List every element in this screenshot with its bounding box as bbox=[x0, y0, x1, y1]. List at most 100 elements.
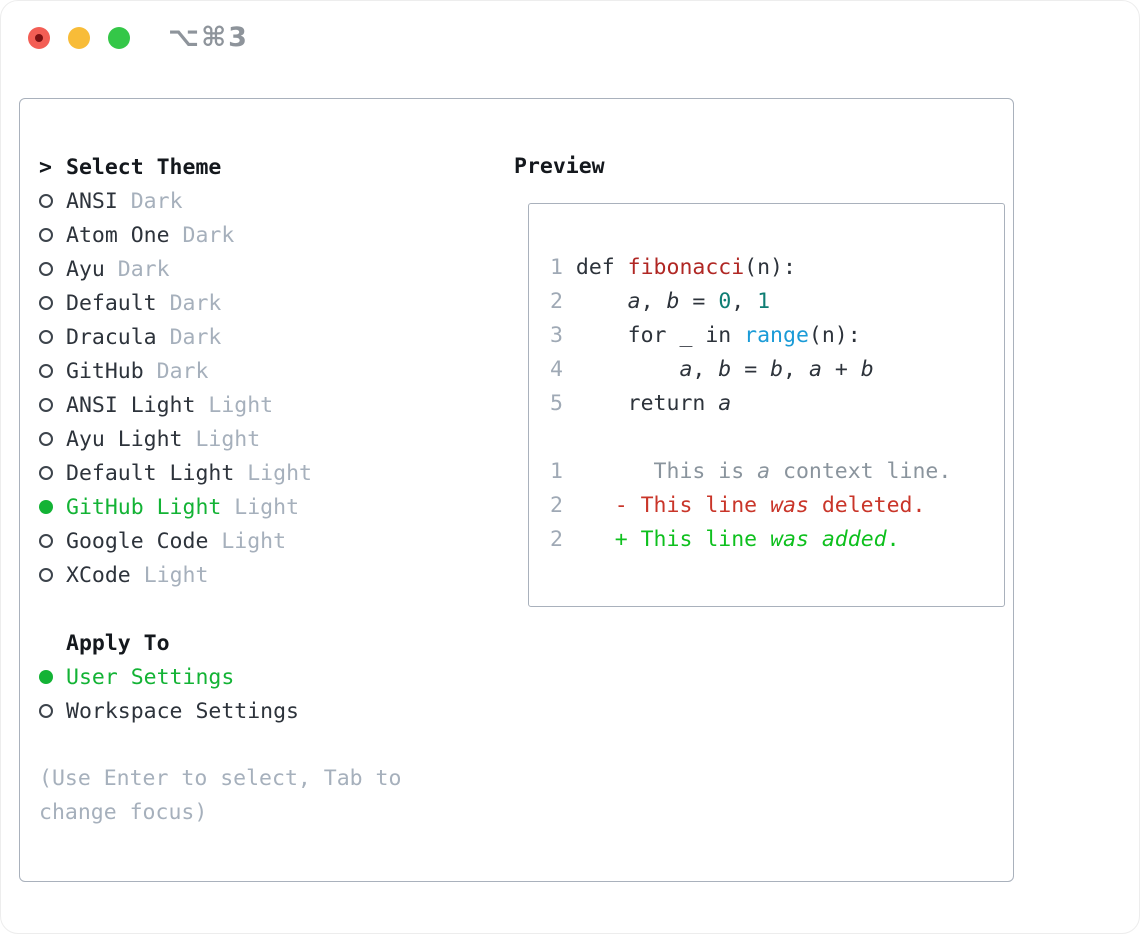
line-number bbox=[550, 421, 576, 455]
spacer-char bbox=[131, 563, 144, 588]
code-token: + bbox=[821, 357, 861, 382]
line-number: 2 bbox=[550, 289, 576, 314]
code-token bbox=[809, 523, 822, 557]
prompt-chevron-icon: > bbox=[39, 154, 52, 180]
theme-option[interactable]: ANSI Light Light bbox=[39, 388, 401, 422]
theme-variant-tag: Dark bbox=[156, 358, 209, 384]
code-line: 2 - This line was deleted. bbox=[550, 489, 1004, 523]
theme-variant-tag: Dark bbox=[117, 256, 170, 282]
theme-name: ANSI Light bbox=[66, 392, 196, 418]
radio-icon bbox=[39, 534, 66, 548]
preview-column: Preview 1 def fibonacci(n):2 a, b = 0, 1… bbox=[502, 150, 1005, 607]
radio-dot-icon bbox=[39, 568, 53, 582]
theme-name: Google Code bbox=[66, 528, 209, 554]
theme-option[interactable]: Google Code Light bbox=[39, 524, 401, 558]
theme-name: Ayu bbox=[66, 256, 105, 282]
theme-option[interactable]: Atom One Dark bbox=[39, 218, 401, 252]
code-token: a bbox=[718, 391, 732, 416]
code-token: (n): bbox=[808, 323, 861, 348]
code-token: , bbox=[783, 357, 809, 382]
code-token bbox=[576, 353, 680, 387]
code-token: b bbox=[666, 289, 680, 314]
code-token: b bbox=[718, 357, 732, 382]
line-number: 3 bbox=[550, 323, 576, 348]
spacer-char bbox=[118, 189, 131, 214]
code-line: 2 a, b = 0, 1 bbox=[550, 285, 1004, 319]
radio-dot-icon bbox=[39, 670, 53, 684]
apply-to-option[interactable]: User Settings bbox=[39, 660, 401, 694]
code-token: was bbox=[770, 527, 809, 552]
line-number: 5 bbox=[550, 391, 576, 416]
minimize-button-icon[interactable] bbox=[68, 27, 90, 49]
spacer-char bbox=[183, 427, 196, 452]
theme-variant-tag: Light bbox=[234, 494, 300, 520]
theme-option[interactable]: Default Light Light bbox=[39, 456, 401, 490]
theme-variant-tag: Dark bbox=[169, 290, 222, 316]
apply-to-header-row: Apply To bbox=[39, 626, 401, 660]
line-number: 1 bbox=[550, 459, 576, 484]
code-line: 4 a, b = b, a + b bbox=[550, 353, 1004, 387]
code-token: (n): bbox=[744, 255, 796, 280]
code-token: a bbox=[808, 357, 822, 382]
spacer-char bbox=[157, 291, 170, 316]
theme-variant-tag: Light bbox=[208, 392, 274, 418]
code-token: fibonacci bbox=[627, 255, 745, 280]
theme-name: GitHub bbox=[66, 358, 144, 384]
theme-option[interactable]: ANSI Dark bbox=[39, 184, 401, 218]
zoom-button-icon[interactable] bbox=[108, 27, 130, 49]
spacer bbox=[39, 728, 401, 762]
code-token: + This line bbox=[575, 527, 771, 552]
theme-option[interactable]: Ayu Dark bbox=[39, 252, 401, 286]
code-token: = bbox=[679, 289, 719, 314]
spacer-char bbox=[208, 529, 221, 554]
code-token: range bbox=[744, 323, 809, 348]
traffic-lights bbox=[28, 27, 130, 49]
code-line: 3 for _ in range(n): bbox=[550, 319, 1004, 353]
radio-icon bbox=[39, 364, 66, 378]
theme-name: Atom One bbox=[66, 222, 170, 248]
radio-dot-icon bbox=[39, 534, 53, 548]
radio-dot-icon bbox=[39, 296, 53, 310]
title-bar: ⌥⌘3 bbox=[1, 1, 1139, 76]
radio-icon bbox=[39, 398, 66, 412]
close-button-icon[interactable] bbox=[28, 27, 50, 49]
code-token: . bbox=[886, 527, 900, 552]
apply-to-label: User Settings bbox=[66, 664, 235, 690]
radio-dot-icon bbox=[39, 432, 53, 446]
code-token: , bbox=[731, 289, 758, 314]
theme-name: Ayu Light bbox=[66, 426, 183, 452]
select-theme-header-row: > Select Theme bbox=[39, 150, 401, 184]
hint-line: change focus) bbox=[39, 800, 208, 825]
theme-option[interactable]: GitHub Light Light bbox=[39, 490, 401, 524]
theme-variant-tag: Light bbox=[195, 426, 261, 452]
spacer-char bbox=[195, 393, 208, 418]
code-line: 1 This is a context line. bbox=[550, 455, 1004, 489]
code-token: 1 bbox=[757, 289, 771, 314]
spacer-char bbox=[157, 325, 170, 350]
theme-variant-tag: Light bbox=[221, 528, 287, 554]
code-token: = bbox=[731, 357, 771, 382]
spacer-char bbox=[105, 257, 118, 282]
apply-to-header: Apply To bbox=[66, 630, 170, 656]
theme-option[interactable]: GitHub Dark bbox=[39, 354, 401, 388]
apply-to-label: Workspace Settings bbox=[66, 698, 299, 724]
radio-icon bbox=[39, 194, 66, 208]
theme-option[interactable]: Default Dark bbox=[39, 286, 401, 320]
line-number: 2 bbox=[550, 493, 576, 518]
theme-option[interactable]: Ayu Light Light bbox=[39, 422, 401, 456]
code-line: 1 def fibonacci(n): bbox=[550, 251, 1004, 285]
theme-option[interactable]: XCode Light bbox=[39, 558, 401, 592]
spacer bbox=[39, 592, 401, 626]
radio-dot-icon bbox=[39, 262, 53, 276]
radio-dot-icon bbox=[39, 704, 53, 718]
theme-option[interactable]: Dracula Dark bbox=[39, 320, 401, 354]
code-token: a bbox=[757, 459, 771, 484]
window-title: ⌥⌘3 bbox=[168, 22, 249, 53]
apply-to-option[interactable]: Workspace Settings bbox=[39, 694, 401, 728]
spacer-char bbox=[234, 461, 247, 486]
code-line bbox=[550, 421, 1004, 455]
